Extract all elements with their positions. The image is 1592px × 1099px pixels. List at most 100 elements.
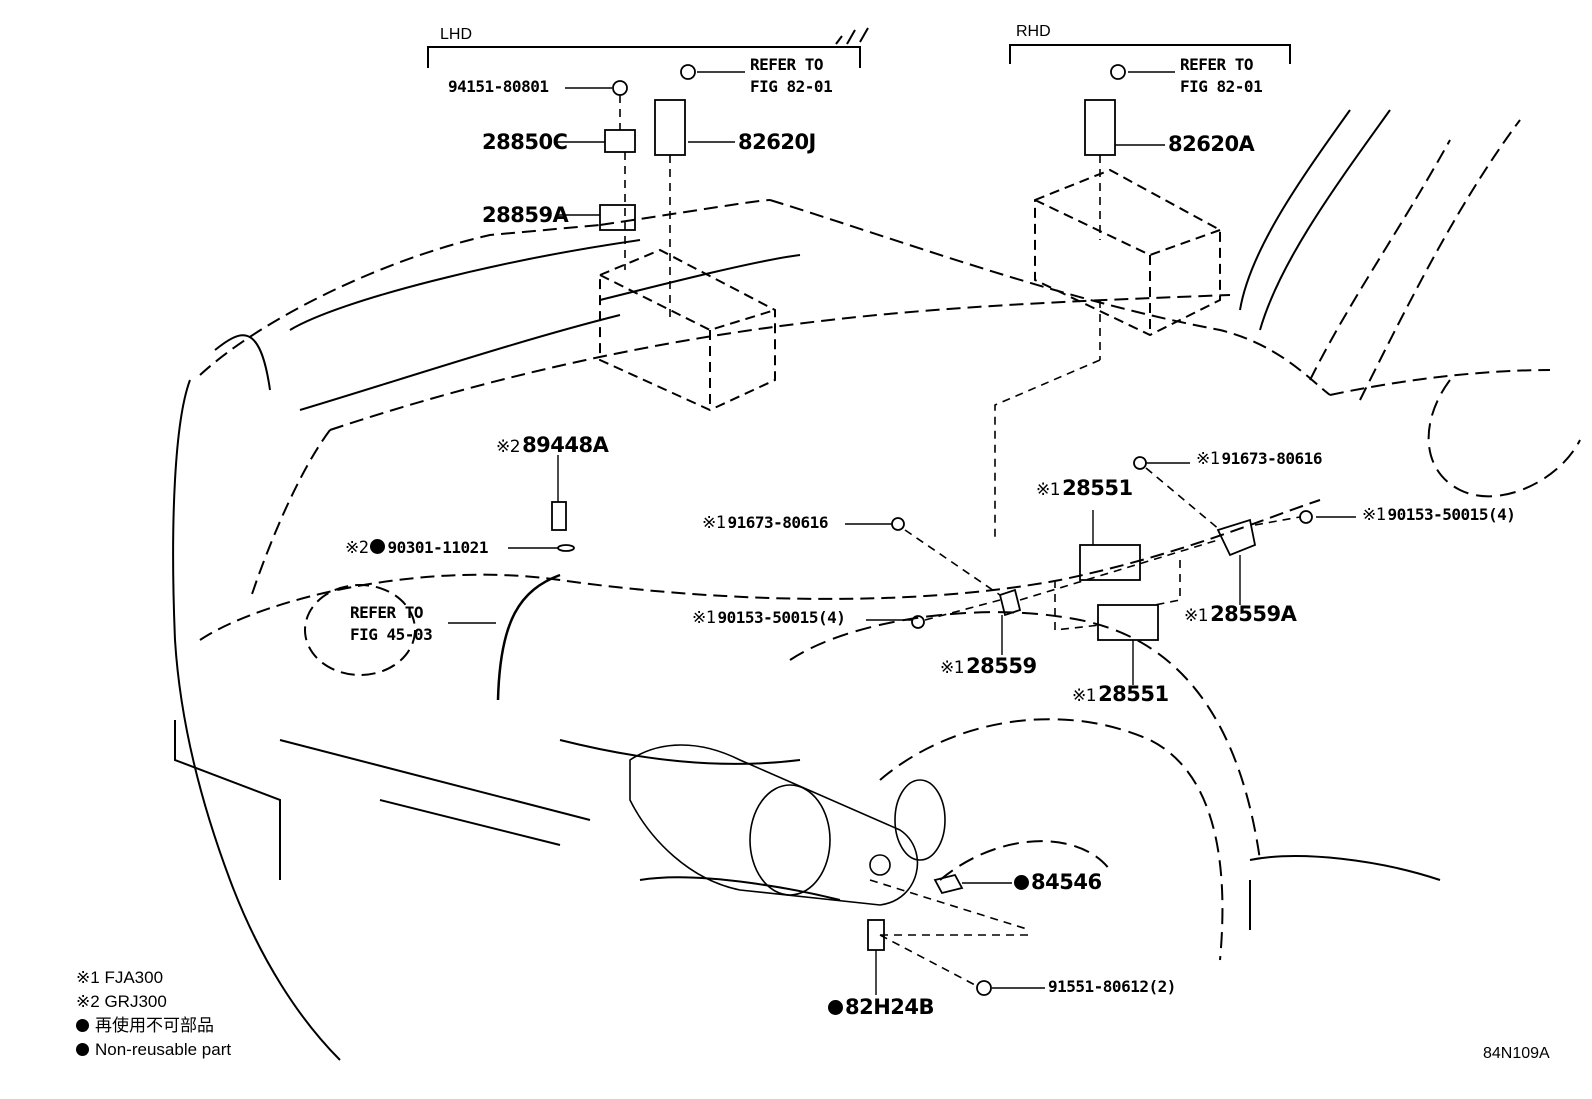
callout-refer-fig-82-01-rhd[interactable]: REFER TO FIG 82-01 xyxy=(1180,54,1263,98)
callout-28559[interactable]: ※128559 xyxy=(940,656,1037,677)
lhd-battery xyxy=(599,248,776,412)
part-number: 82H24B xyxy=(845,995,935,1019)
refer-line-1: REFER TO xyxy=(350,603,424,622)
nut-icon xyxy=(612,80,628,96)
bracket-28559-icon xyxy=(998,588,1022,617)
assembly-lines xyxy=(619,95,1301,986)
bracket-28559A-icon xyxy=(1216,518,1257,557)
screw-icon xyxy=(911,615,925,629)
refer-line-1: REFER TO xyxy=(750,55,824,74)
body-solid-lines xyxy=(172,109,1441,1061)
part-number: 89448A xyxy=(522,433,609,457)
relay-28551-lower-icon xyxy=(1097,604,1159,641)
non-reusable-dot-icon xyxy=(76,1043,89,1056)
callout-84546[interactable]: 84546 xyxy=(1014,872,1102,893)
non-reusable-dot-icon xyxy=(76,1019,89,1032)
fuel-cap-outline xyxy=(304,584,416,676)
bolt-bottom-icon xyxy=(976,980,992,996)
nut-icon xyxy=(680,64,696,80)
bracket-28850C-icon xyxy=(604,129,636,153)
note1-marker: ※1 xyxy=(692,608,716,628)
relay-82620A-icon xyxy=(1084,99,1116,156)
part-number: 28859A xyxy=(482,203,569,227)
bolt-icon xyxy=(891,517,905,531)
part-number: 94151-80801 xyxy=(448,77,549,96)
leader-lines xyxy=(448,71,1356,995)
note1-marker: ※1 xyxy=(1196,449,1220,469)
rhd-battery xyxy=(1034,168,1221,337)
legend-item-non-reusable-en: Non-reusable part xyxy=(76,1038,231,1062)
callout-82620A[interactable]: 82620A xyxy=(1168,132,1255,156)
legend-mark: ※1 xyxy=(76,968,100,987)
part-number: 82620J xyxy=(738,130,816,154)
legend: ※1 FJA300 ※2 GRJ300 再使用不可部品 Non-reusable… xyxy=(76,966,231,1062)
relay-82620J-icon xyxy=(654,99,686,156)
refer-line-2: FIG 45-03 xyxy=(350,625,433,644)
harness-cable xyxy=(496,573,561,701)
part-number: 90153-50015(4) xyxy=(717,608,846,627)
note1-marker: ※1 xyxy=(1072,686,1097,706)
figure-id: 84N109A xyxy=(1483,1045,1550,1062)
callout-82620J[interactable]: 82620J xyxy=(738,132,816,153)
note2-marker: ※2 xyxy=(496,437,521,457)
legend-mark: ※2 xyxy=(76,992,100,1011)
relay-28551-upper-icon xyxy=(1079,544,1141,581)
note1-marker: ※1 xyxy=(1036,480,1061,500)
note1-marker: ※1 xyxy=(702,513,726,533)
note2-marker: ※2 xyxy=(345,538,369,558)
refer-line-1: REFER TO xyxy=(1180,55,1254,74)
legend-item-note1: ※1 FJA300 xyxy=(76,966,231,990)
part-number: 82620A xyxy=(1168,132,1255,156)
legend-item-note2: ※2 GRJ300 xyxy=(76,990,231,1014)
callout-refer-fig-45-03[interactable]: REFER TO FIG 45-03 xyxy=(350,602,433,646)
callout-91551-80612[interactable]: 91551-80612(2) xyxy=(1048,979,1176,995)
callout-90301-11021[interactable]: ※2 90301-11021 xyxy=(345,539,488,557)
callout-28859A[interactable]: 28859A xyxy=(482,203,569,227)
screw-icon xyxy=(1299,510,1313,524)
legend-text: FJA300 xyxy=(104,968,164,987)
legend-text: GRJ300 xyxy=(104,992,167,1011)
part-number: 90153-50015(4) xyxy=(1387,505,1516,524)
callout-28551-lower[interactable]: ※128551 xyxy=(1072,684,1169,705)
callout-94151-80801[interactable]: 94151-80801 xyxy=(448,77,549,96)
wheel-arch xyxy=(789,379,1581,961)
callout-82H24B[interactable]: 82H24B xyxy=(828,995,935,1019)
transmission-assembly xyxy=(629,744,946,906)
rhd-section-label: RHD xyxy=(1016,23,1051,40)
hood-outline xyxy=(199,119,1551,641)
part-number: 28551 xyxy=(1098,682,1169,706)
part-number: 28559 xyxy=(966,654,1037,678)
note1-marker: ※1 xyxy=(940,658,965,678)
part-number: 28551 xyxy=(1062,476,1133,500)
lhd-section-label: LHD xyxy=(440,26,473,43)
legend-item-non-reusable-jp: 再使用不可部品 xyxy=(76,1014,231,1038)
callout-89448A[interactable]: ※289448A xyxy=(496,433,609,457)
callout-28551-upper[interactable]: ※128551 xyxy=(1036,478,1133,499)
legend-text: 再使用不可部品 xyxy=(95,1016,214,1035)
part-number: 91673-80616 xyxy=(727,513,828,532)
part-number: 91551-80612(2) xyxy=(1048,977,1176,996)
part-number: 28850C xyxy=(482,130,568,154)
note1-marker: ※1 xyxy=(1362,505,1386,525)
callout-refer-fig-82-01-lhd[interactable]: REFER TO FIG 82-01 xyxy=(750,54,833,98)
callout-28559A[interactable]: ※128559A xyxy=(1184,602,1297,626)
part-number: 90301-11021 xyxy=(387,538,488,557)
part-number: 84546 xyxy=(1031,870,1102,894)
sensor-89448A-icon xyxy=(551,501,567,531)
part-number: 91673-80616 xyxy=(1221,449,1322,468)
bolt-icon xyxy=(1133,456,1147,470)
part-number: 28559A xyxy=(1210,602,1297,626)
callout-28850C[interactable]: 28850C xyxy=(482,130,568,154)
non-reusable-dot-icon xyxy=(370,539,386,554)
non-reusable-dot-icon xyxy=(1014,875,1029,890)
note1-marker: ※1 xyxy=(1184,606,1209,626)
holder-28859A-icon xyxy=(599,204,636,231)
nut-icon xyxy=(1110,64,1126,80)
lhd-bracket-frame xyxy=(427,27,869,68)
gasket-icon xyxy=(557,544,575,552)
